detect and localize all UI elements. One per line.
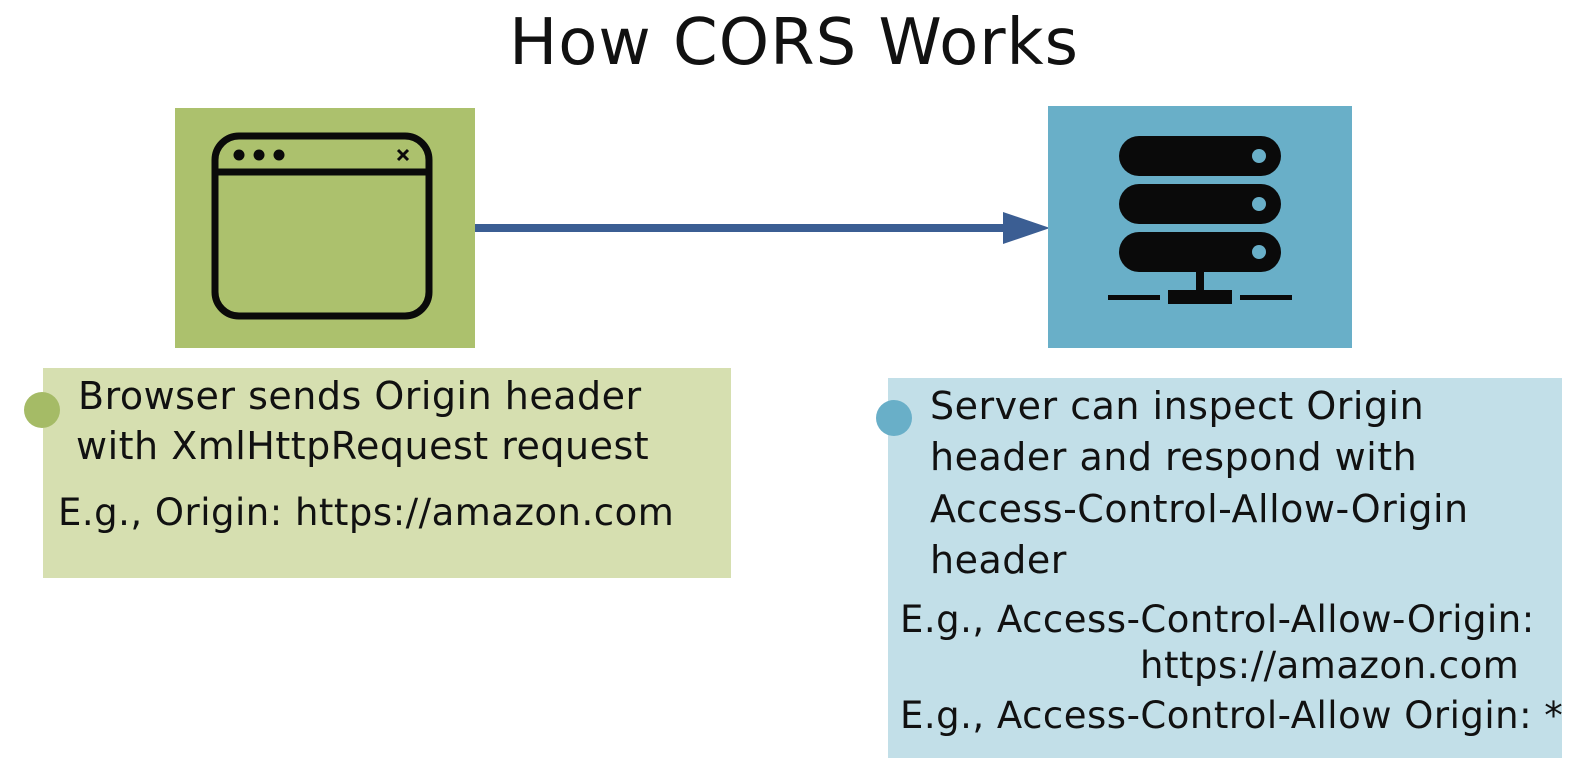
browser-note-box bbox=[43, 368, 731, 578]
server-note-example: E.g., Access-Control-Allow-Origin: bbox=[900, 598, 1535, 641]
browser-note-example: E.g., Origin: https://amazon.com bbox=[58, 491, 675, 534]
server-note-example: E.g., Access-Control-Allow Origin: * bbox=[900, 694, 1564, 737]
server-rack-icon bbox=[1048, 106, 1352, 348]
browser-box bbox=[175, 108, 475, 348]
browser-bullet bbox=[24, 392, 60, 428]
server-note-box bbox=[888, 378, 1562, 758]
browser-note-line: with XmlHttpRequest request bbox=[76, 424, 650, 468]
browser-window-icon bbox=[175, 108, 475, 348]
browser-note-line: Browser sends Origin header bbox=[78, 374, 642, 418]
server-note-example-continued: https://amazon.com bbox=[1140, 644, 1520, 687]
right-arrow-icon bbox=[475, 212, 1050, 244]
request-arrow bbox=[475, 208, 1050, 248]
server-bullet bbox=[876, 400, 912, 436]
server-note-line: header bbox=[930, 538, 1067, 582]
server-note-line: Access-Control-Allow-Origin bbox=[930, 487, 1469, 531]
server-note-line: Server can inspect Origin bbox=[930, 384, 1425, 428]
server-box bbox=[1048, 106, 1352, 348]
diagram-title: How CORS Works bbox=[509, 6, 1079, 80]
server-note-line: header and respond with bbox=[930, 435, 1418, 479]
